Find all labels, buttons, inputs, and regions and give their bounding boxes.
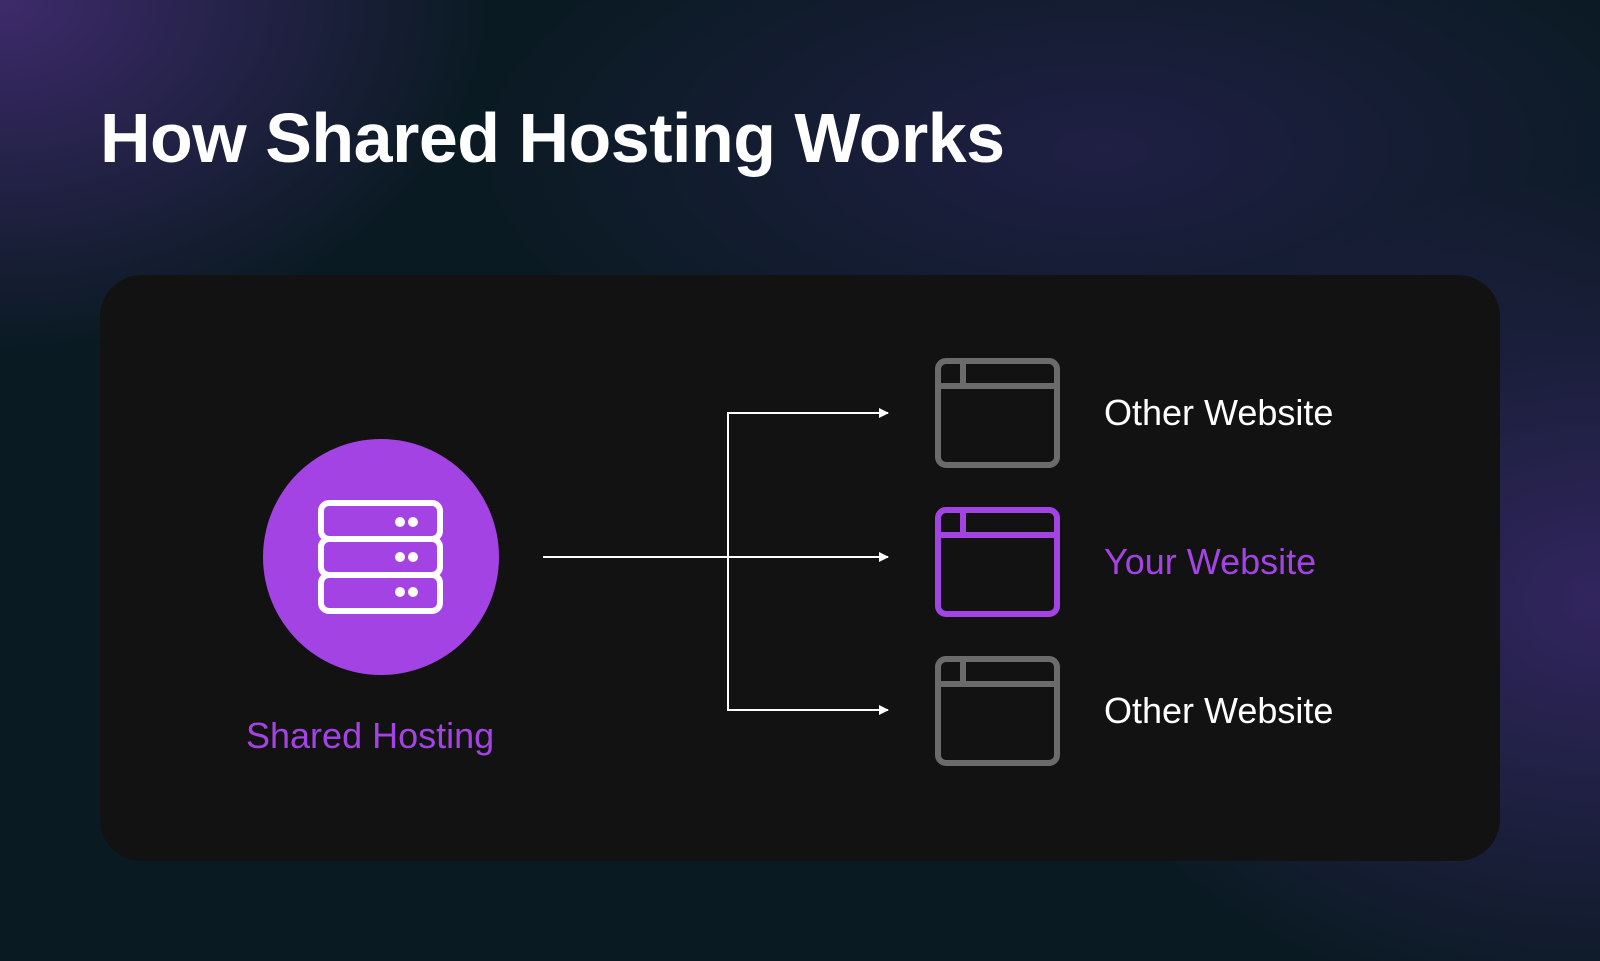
server-circle — [263, 439, 499, 675]
browser-window-icon — [935, 358, 1060, 468]
connector-arrows — [543, 408, 889, 715]
browser-window-icon — [935, 507, 1060, 617]
server-label: Shared Hosting — [246, 715, 495, 756]
server-node — [263, 439, 499, 675]
browser-window-icon — [935, 656, 1060, 766]
page-title: How Shared Hosting Works — [100, 99, 1005, 177]
website-label-1: Other Website — [1104, 392, 1334, 433]
server-icon — [318, 500, 443, 614]
website-label-3: Other Website — [1104, 690, 1334, 731]
website-label-2: Your Website — [1104, 541, 1317, 582]
